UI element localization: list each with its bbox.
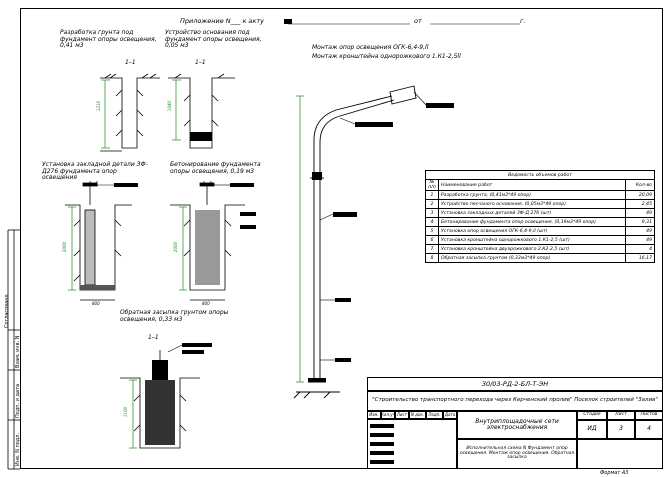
works-table-title: Ведомость объемов работ: [425, 170, 655, 180]
sidebar-vzam: Взам. инв. N: [15, 335, 21, 369]
stamp-org: [577, 439, 663, 469]
stamp-stage: ИД: [577, 420, 607, 439]
section-mark: 1–1: [88, 181, 99, 188]
title-block: 30/03-РД-2-БЛ-Т-ЭН "Строительство трансп…: [367, 377, 663, 469]
section-mark: 1–1: [148, 334, 159, 341]
title-mount-bracket: Монтаж кронштейна однорожкового 1.К1-2,5…: [312, 53, 461, 60]
stamp-code: 30/03-РД-2-БЛ-Т-ЭН: [367, 377, 663, 391]
stamp-sheets-label: Листов: [635, 411, 663, 420]
stamp-col: Лист: [395, 411, 409, 419]
stamp-sheets: 4: [635, 420, 663, 439]
lighting-pole: [293, 85, 417, 399]
works-col-header: Наименование работ: [438, 179, 626, 191]
dim-width: 800: [202, 301, 210, 306]
stamp-signatures: [367, 419, 457, 469]
works-volume-table: Ведомость объемов работ № п/п Наименован…: [425, 170, 655, 263]
sand-base: [190, 132, 212, 141]
stamp-col: Дата: [443, 411, 457, 419]
stamp-stage-label: Стадия: [577, 411, 607, 420]
title-base: Устройство основания под фундамент опоры…: [165, 29, 262, 50]
appendix-from: от: [414, 17, 422, 25]
stamp-section: Внутриплощадочные сети электроснабжения: [457, 411, 577, 439]
trench-soil-section: [100, 73, 160, 152]
dim-depth: 1210: [96, 100, 102, 112]
section-mark: 1–1: [202, 181, 213, 188]
sidebar-sign: Подп. и дата: [15, 383, 21, 418]
stamp-sheet-label: Лист: [607, 411, 635, 420]
title-backfill: Обратная засыпка грунтом опоры освещения…: [120, 309, 229, 323]
backfill-core: [145, 380, 175, 445]
section-mark: 1–1: [125, 59, 136, 66]
section-mark: 1–1: [195, 59, 206, 66]
dim-depth: 2000: [62, 241, 68, 253]
title-soil-dev: Разработка грунта под фундамент опоры ос…: [60, 29, 157, 50]
title-anchor: Установка закладной детали ЗФ-Д276 фунда…: [42, 161, 148, 182]
stamp-sheet: 3: [607, 420, 635, 439]
title-mount-pole: Монтаж опор освещения ОГК-6,4-9,ll: [312, 44, 429, 51]
concrete-fill: [195, 210, 220, 285]
stamp-sheet-title: Исполнительная схема N Фундамент опор ос…: [457, 439, 577, 469]
stamp-col: Подп.: [426, 411, 443, 419]
stamp-col: Изм.: [367, 411, 381, 419]
dim-depth: 1100: [123, 406, 129, 418]
sidebar-inv: Инв. N подл.: [15, 432, 21, 466]
sidebar-agreed: Согласовано: [4, 294, 10, 328]
dim-depth: 2000: [173, 241, 179, 253]
works-col-header: Кол-во: [625, 179, 655, 191]
drawing-frame: [20, 8, 663, 469]
format-label: Формат А3: [600, 470, 629, 476]
stamp-col: N док.: [409, 411, 426, 419]
dim-depth: 1040: [167, 100, 173, 112]
stamp-object: "Строительство транспортного перехода че…: [367, 391, 663, 411]
appendix-label: Приложение N___ к акту: [180, 17, 264, 25]
dim-width: 800: [92, 301, 100, 306]
works-col-header: № п/п: [425, 179, 439, 191]
appendix-year: г.: [520, 17, 526, 25]
title-concrete: Бетонирование фундамента опоры освещения…: [170, 161, 261, 175]
stamp-col: Кол.уч: [381, 411, 395, 419]
